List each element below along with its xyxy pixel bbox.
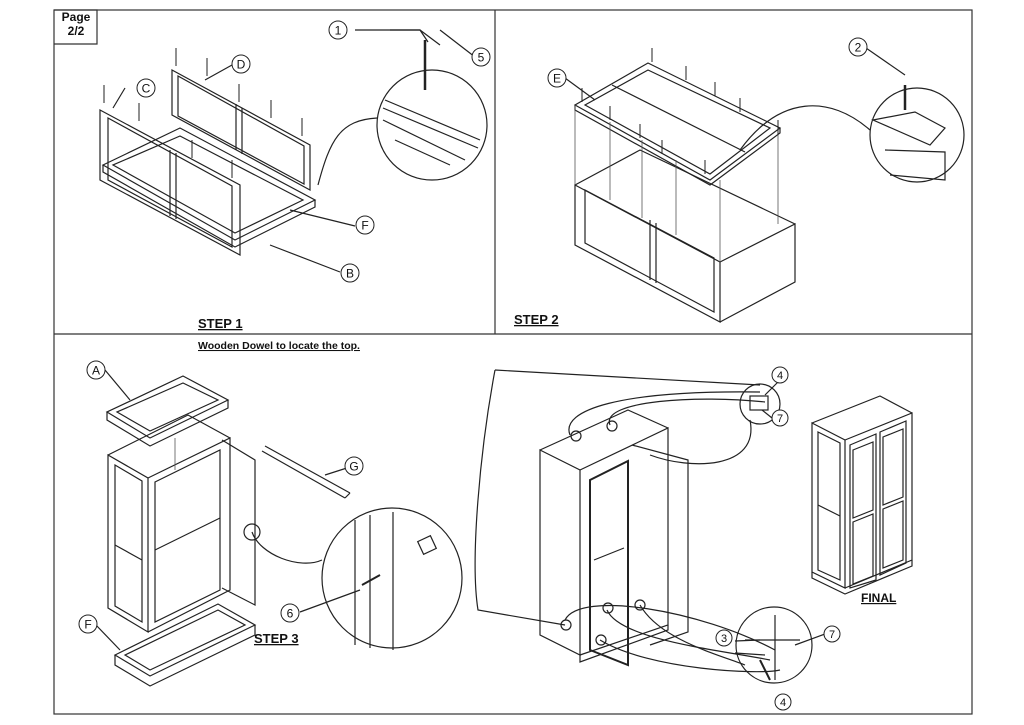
callout-4a-marker: [771, 366, 789, 384]
step4-part-labels: 4 7 3 7 4: [715, 366, 841, 711]
callout-4b-label: 4: [780, 697, 786, 709]
step3-part-labels: A G F 6 Wooden Dowel to locate the top. …: [78, 340, 364, 646]
callout-3-label: 3: [721, 633, 727, 645]
callout-7b-marker: [823, 625, 841, 643]
part-f3-label: F: [84, 618, 91, 632]
part-g-label: G: [349, 460, 358, 474]
step3-note: Wooden Dowel to locate the top.: [198, 340, 360, 352]
part-d-marker: [231, 54, 251, 74]
page-number: 2/2: [67, 24, 85, 38]
part-f3-marker: [78, 614, 98, 634]
step2-part-labels: E 2 STEP 2: [514, 37, 868, 327]
step3-title: STEP 3: [254, 631, 299, 646]
page-label: Page: [61, 10, 91, 24]
part-b-label: B: [346, 267, 354, 281]
part-e-label: E: [553, 72, 561, 86]
callout-7a-marker: [771, 409, 789, 427]
part-c-marker: [136, 78, 156, 98]
part-d-label: D: [237, 58, 246, 72]
final-title: FINAL: [861, 591, 896, 605]
final-cabinet-drawing: [811, 395, 913, 595]
part-a-marker: [86, 360, 106, 380]
part-a-label: A: [92, 364, 100, 378]
part-f-marker: [355, 215, 375, 235]
step2-title: STEP 2: [514, 312, 559, 327]
callout-2-label: 2: [855, 41, 862, 55]
step1-part-labels: C D F B 1 5 STEP 1: [136, 20, 491, 331]
callout-7a-label: 7: [777, 413, 783, 425]
callout-5-label: 5: [478, 51, 485, 65]
step4-drawing: [474, 369, 826, 684]
part-b-marker: [340, 263, 360, 283]
sheet-frame: [53, 9, 973, 715]
step3-drawing: [94, 369, 463, 687]
callout-5-marker: [471, 47, 491, 67]
step1-title: STEP 1: [198, 316, 243, 331]
callout-1-label: 1: [335, 24, 342, 38]
part-f-label: F: [361, 219, 368, 233]
callout-6-marker: [280, 603, 300, 623]
part-c-label: C: [142, 82, 151, 96]
page-number-box: Page 2/2: [55, 10, 97, 44]
part-g-marker: [344, 456, 364, 476]
step1-drawing: [99, 29, 488, 273]
callout-7b-label: 7: [829, 629, 835, 641]
callout-6-label: 6: [287, 607, 294, 621]
part-e-marker: [547, 68, 567, 88]
callout-4a-label: 4: [777, 370, 783, 382]
callout-3-marker: [715, 629, 733, 647]
callout-1-marker: [328, 20, 348, 40]
step2-drawing: [564, 47, 965, 323]
callout-4b-marker: [774, 693, 792, 711]
callout-2-marker: [848, 37, 868, 57]
